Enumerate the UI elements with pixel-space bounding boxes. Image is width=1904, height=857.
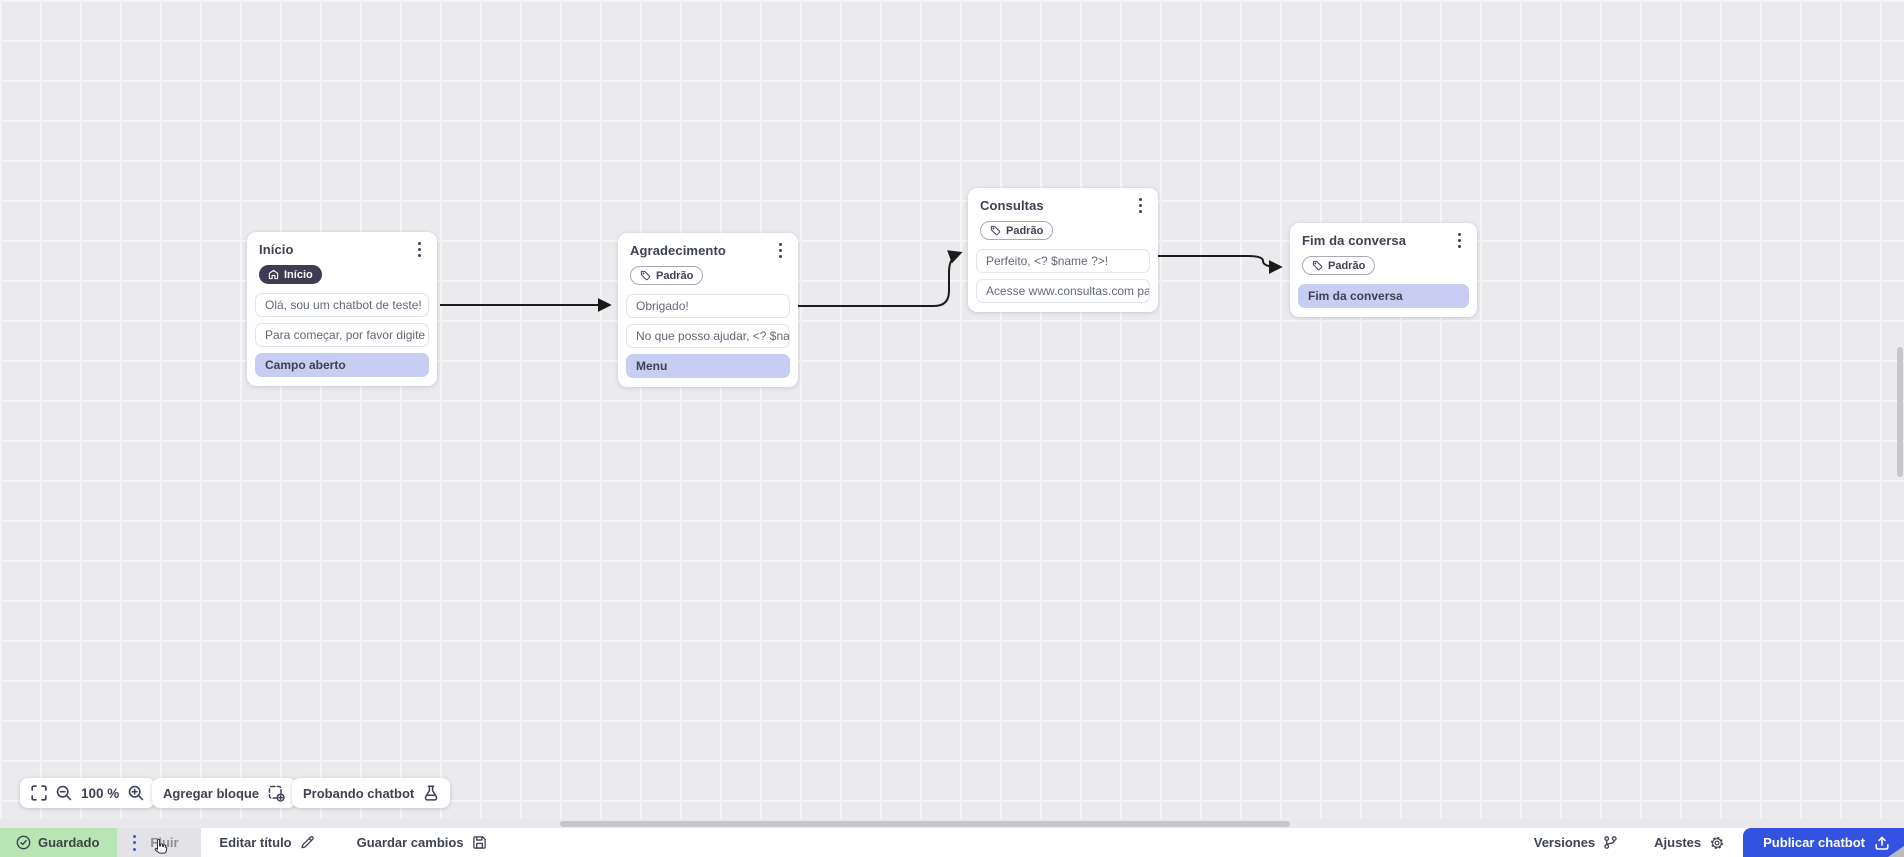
zoom-in-icon[interactable] xyxy=(128,785,144,801)
statusbar-spacer xyxy=(505,828,1516,857)
flow-node-fim-da-conversa[interactable]: Fim da conversa Padrão Fim da conversa xyxy=(1290,223,1477,317)
badge-label: Padrão xyxy=(1006,224,1044,237)
connector-consultas-fim xyxy=(1158,255,1283,274)
test-chatbot-button[interactable]: Probando chatbot xyxy=(292,778,451,808)
publish-upload-icon xyxy=(1875,836,1889,850)
message-block[interactable]: Para começar, por favor digite o ... xyxy=(255,323,429,347)
message-block[interactable]: Acesse www.consultas.com par... xyxy=(976,279,1150,303)
git-branch-icon xyxy=(1604,836,1617,849)
node-title: Consultas xyxy=(980,198,1044,213)
settings-label: Ajustes xyxy=(1654,835,1702,850)
flow-node-agradecimento[interactable]: Agradecimento Padrão Obrigado! No que po… xyxy=(618,233,798,387)
action-block-open-field[interactable]: Campo aberto xyxy=(255,353,429,377)
mouse-cursor xyxy=(154,838,168,854)
save-icon xyxy=(472,836,486,849)
message-block[interactable]: Olá, sou um chatbot de teste! xyxy=(255,293,429,317)
message-block[interactable]: No que posso ajudar, <? $name ... xyxy=(626,324,790,348)
node-title: Agradecimento xyxy=(630,243,726,258)
kebab-menu-icon[interactable] xyxy=(1135,196,1146,215)
flask-icon xyxy=(424,785,438,801)
badge-label: Padrão xyxy=(656,269,694,282)
flow-node-inicio[interactable]: Início Início Olá, sou um chatbot de tes… xyxy=(247,232,437,386)
save-changes-button[interactable]: Guardar cambios xyxy=(333,828,505,857)
action-block-end-conversation[interactable]: Fim da conversa xyxy=(1298,284,1469,308)
vertical-scrollbar-thumb[interactable] xyxy=(1897,347,1903,477)
badge-label: Padrão xyxy=(1328,259,1366,272)
node-type-badge: Padrão xyxy=(1302,256,1376,275)
zoom-controls[interactable]: 100 % xyxy=(20,778,156,808)
message-block[interactable]: Perfeito, <? $name ?>! xyxy=(976,249,1150,273)
zoom-out-icon[interactable] xyxy=(56,785,72,801)
kebab-menu-icon[interactable] xyxy=(414,240,425,259)
horizontal-scrollbar-thumb[interactable] xyxy=(560,820,1290,827)
home-icon xyxy=(268,269,279,280)
zoom-level: 100 % xyxy=(81,785,120,801)
node-type-badge: Início xyxy=(259,265,322,284)
kebab-menu-icon[interactable] xyxy=(133,834,137,851)
saved-label: Guardado xyxy=(38,835,100,850)
kebab-menu-icon[interactable] xyxy=(1454,231,1465,250)
gear-icon xyxy=(1711,836,1724,849)
node-title: Fim da conversa xyxy=(1302,233,1407,248)
edit-title-label: Editar título xyxy=(219,835,292,850)
node-type-badge: Padrão xyxy=(980,221,1054,240)
versions-label: Versiones xyxy=(1533,835,1596,850)
kebab-menu-icon[interactable] xyxy=(775,241,786,260)
tag-icon xyxy=(1312,260,1323,271)
status-bar: Guardado Fluir Editar título Guardar cam… xyxy=(0,828,1904,857)
versions-button[interactable]: Versiones xyxy=(1516,828,1636,857)
tag-icon xyxy=(990,225,1001,236)
connector-agradecimento-consultas xyxy=(798,250,963,307)
test-chatbot-label: Probando chatbot xyxy=(303,785,415,801)
tag-icon xyxy=(640,270,651,281)
node-title: Início xyxy=(259,242,294,257)
add-block-button[interactable]: Agregar bloque xyxy=(152,778,297,808)
node-type-badge: Padrão xyxy=(630,266,704,285)
add-block-label: Agregar bloque xyxy=(163,785,260,801)
add-block-icon xyxy=(268,785,285,802)
fit-screen-icon[interactable] xyxy=(31,785,47,801)
publish-chatbot-label: Publicar chatbot xyxy=(1763,835,1865,850)
badge-label: Início xyxy=(284,268,313,281)
save-changes-label: Guardar cambios xyxy=(356,835,464,850)
window-corner xyxy=(1888,846,1904,857)
flow-node-consultas[interactable]: Consultas Padrão Perfeito, <? $name ?>! … xyxy=(968,188,1158,312)
settings-button[interactable]: Ajustes xyxy=(1636,828,1743,857)
horizontal-scrollbar[interactable] xyxy=(0,819,1904,828)
publish-chatbot-button[interactable]: Publicar chatbot xyxy=(1743,828,1904,857)
saved-status-badge: Guardado xyxy=(0,828,118,857)
check-circle-icon xyxy=(16,835,31,850)
message-block[interactable]: Obrigado! xyxy=(626,294,790,318)
action-block-menu[interactable]: Menu xyxy=(626,354,790,378)
edit-title-button[interactable]: Editar título xyxy=(201,828,332,857)
pencil-icon xyxy=(301,835,314,849)
